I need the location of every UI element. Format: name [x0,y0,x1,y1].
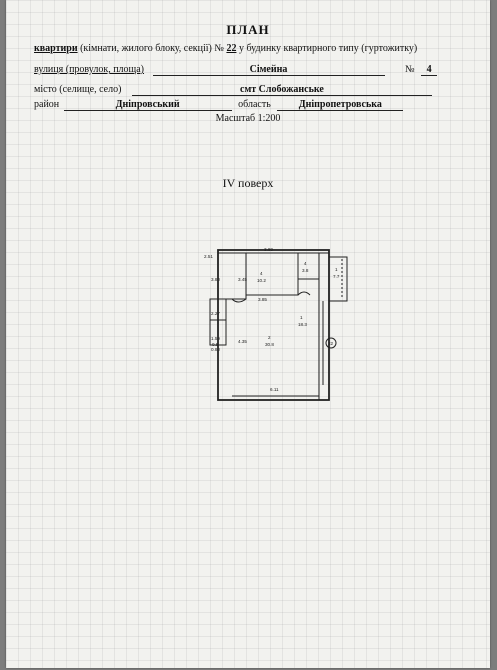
balcony [328,256,348,302]
floor-label: IV поверх [222,176,274,190]
left-lower-wall [209,298,227,346]
dim-top-mid: 3.80 [264,247,273,252]
scale-label: Масштаб 1:200 [215,113,281,124]
dim-room1-bottom: 3.85 [258,297,267,302]
document-sheet: ПЛАН квартири (кімнати, жилого блоку, се… [6,0,490,668]
street-line: вулиця (провулок, площа) Сімейна № 4 [34,64,497,76]
apartment-label: квартири [34,43,78,54]
dim-left-upper: 3.80 [211,277,220,282]
room5-area: 18.3 [298,322,307,327]
plan-marker: 22 [328,341,334,346]
room4-number: 2 [268,335,271,340]
room5-number: 1 [300,315,303,320]
city-label: місто (селище, село) [34,84,122,95]
plan-marker-circle [325,337,337,349]
dim-left-mid: 2.27 [211,311,220,316]
outer-wall [217,249,330,401]
dim-left-lower: 1.59 [211,336,220,341]
room2-number: 4 [304,261,307,266]
apartment-desc: (кімнати, жилого блоку, секції) № [77,43,227,54]
region-value: Дніпропетровська [277,99,404,111]
apartment-number: 22 [226,43,237,54]
district-value: Дніпровський [63,99,232,111]
room2-area: 3.8 [302,268,309,273]
dim-room1-side: 3.45 [238,277,247,282]
street-value: Сімейна [152,64,385,76]
room3-area: 7.7 [333,274,340,279]
dim-right-side: 4.35 [238,339,247,344]
dim-side-small: 0.80 [211,347,220,352]
door-arc [231,298,247,303]
room1-area: 10.2 [257,278,266,283]
document-title: ПЛАН [226,22,270,37]
floor-plan: 2.51 3.80 3.80 2.27 1.59 3.45 3.85 4.35 … [204,247,348,401]
door-arc [297,291,311,296]
room3-wall [297,252,320,280]
room4-area: 30.8 [265,342,274,347]
region-label: область [238,99,271,110]
dim-top-left: 2.51 [204,254,213,259]
room6-area: 0.5 [212,342,219,347]
room1-wall [217,252,247,300]
house-no-label: № [405,64,415,75]
room3-number: 1 [335,267,338,272]
street-label: вулиця (провулок, площа) [34,64,145,75]
apartment-line: квартири (кімнати, жилого блоку, секції)… [34,43,497,54]
room1-number: 4 [260,271,263,276]
district-label: район [34,99,60,110]
city-line: місто (селище, село) смт Слобожанське [34,84,497,96]
room2-wall [245,252,299,296]
house-no-value: 4 [421,64,438,76]
city-value: смт Слобожанське [131,84,432,96]
district-line: район Дніпровський область Дніпропетровс… [34,99,497,111]
building-type: у будинку квартирного типу (гуртожитку) [236,43,418,54]
dim-bottom: 6.11 [270,387,279,392]
